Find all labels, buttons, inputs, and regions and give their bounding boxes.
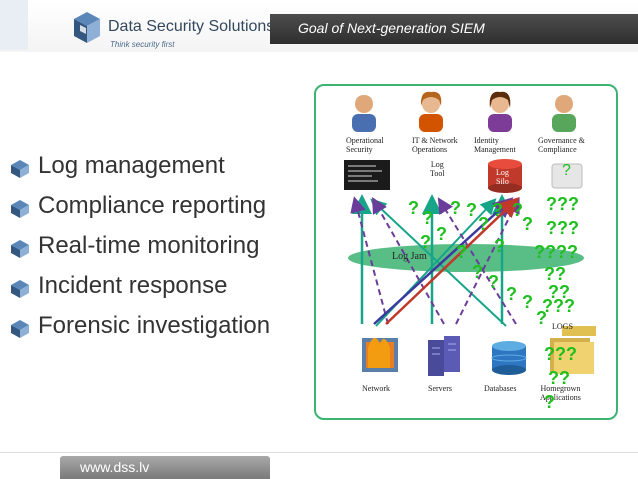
question-mark: ? xyxy=(506,284,517,305)
question-mark-cluster: ??? xyxy=(544,344,577,365)
question-mark: ? xyxy=(478,214,489,235)
log-jam-label: Log Jam xyxy=(392,252,427,261)
question-mark-cluster: ???? xyxy=(534,242,578,263)
question-mark: ? xyxy=(466,200,477,221)
question-mark: ? xyxy=(544,392,555,413)
question-mark: ? xyxy=(492,200,503,221)
question-mark: ? xyxy=(456,242,467,263)
company-tagline: Think security first xyxy=(110,40,174,49)
footer-bar: www.dss.lv xyxy=(60,456,270,479)
source-label: Servers xyxy=(428,384,452,393)
person-it-operations-icon xyxy=(419,92,443,132)
company-logo: Data Security Solutions Think security f… xyxy=(72,10,272,50)
question-mark-cluster: ??? xyxy=(546,194,579,215)
cube-bullet-icon xyxy=(10,279,30,299)
question-mark: ? xyxy=(450,198,461,219)
slide-title-bar: Goal of Next-generation SIEM xyxy=(270,14,638,44)
role-label: Governance &Compliance xyxy=(538,136,585,154)
bullet-label: Log management xyxy=(38,152,225,180)
person-operational-security-icon xyxy=(352,95,376,132)
question-mark: ? xyxy=(522,292,533,313)
question-mark: ? xyxy=(422,208,433,229)
source-label: Network xyxy=(362,384,390,393)
question-mark-cluster: ??? xyxy=(542,296,575,317)
person-governance-icon xyxy=(552,95,576,132)
question-mark: ? xyxy=(488,272,499,293)
header-left-decoration xyxy=(0,0,28,50)
question-mark: ? xyxy=(408,198,419,219)
silo-question-mark: ? xyxy=(562,162,571,180)
question-mark: ? xyxy=(436,224,447,245)
question-mark-cluster: ?? xyxy=(548,368,570,389)
cube-bullet-icon xyxy=(10,159,30,179)
slide-title: Goal of Next-generation SIEM xyxy=(298,20,485,36)
question-mark: ? xyxy=(472,262,483,283)
bullet-label: Compliance reporting xyxy=(38,192,266,220)
terminal-tool-icon xyxy=(344,160,390,190)
question-mark: ? xyxy=(420,232,431,253)
company-name: Data Security Solutions xyxy=(108,18,274,36)
cube-bullet-icon xyxy=(10,319,30,339)
cube-bullet-icon xyxy=(10,239,30,259)
logs-label: LOGS xyxy=(552,322,573,331)
question-mark: ? xyxy=(522,214,533,235)
network-firewall-icon xyxy=(362,338,398,372)
bullet-label: Forensic investigation xyxy=(38,312,270,340)
bullet-label: Incident response xyxy=(38,272,227,300)
question-mark: ? xyxy=(494,236,505,257)
cube-bullet-icon xyxy=(10,199,30,219)
databases-icon xyxy=(492,341,526,375)
footer-url: www.dss.lv xyxy=(80,459,149,475)
cube-logo-icon xyxy=(72,10,102,46)
footer-divider xyxy=(0,452,638,453)
question-mark-cluster: ??? xyxy=(546,218,579,239)
bullet-label: Real-time monitoring xyxy=(38,232,259,260)
servers-icon xyxy=(428,336,460,376)
source-label: Databases xyxy=(484,384,516,393)
person-identity-management-icon xyxy=(488,92,512,132)
